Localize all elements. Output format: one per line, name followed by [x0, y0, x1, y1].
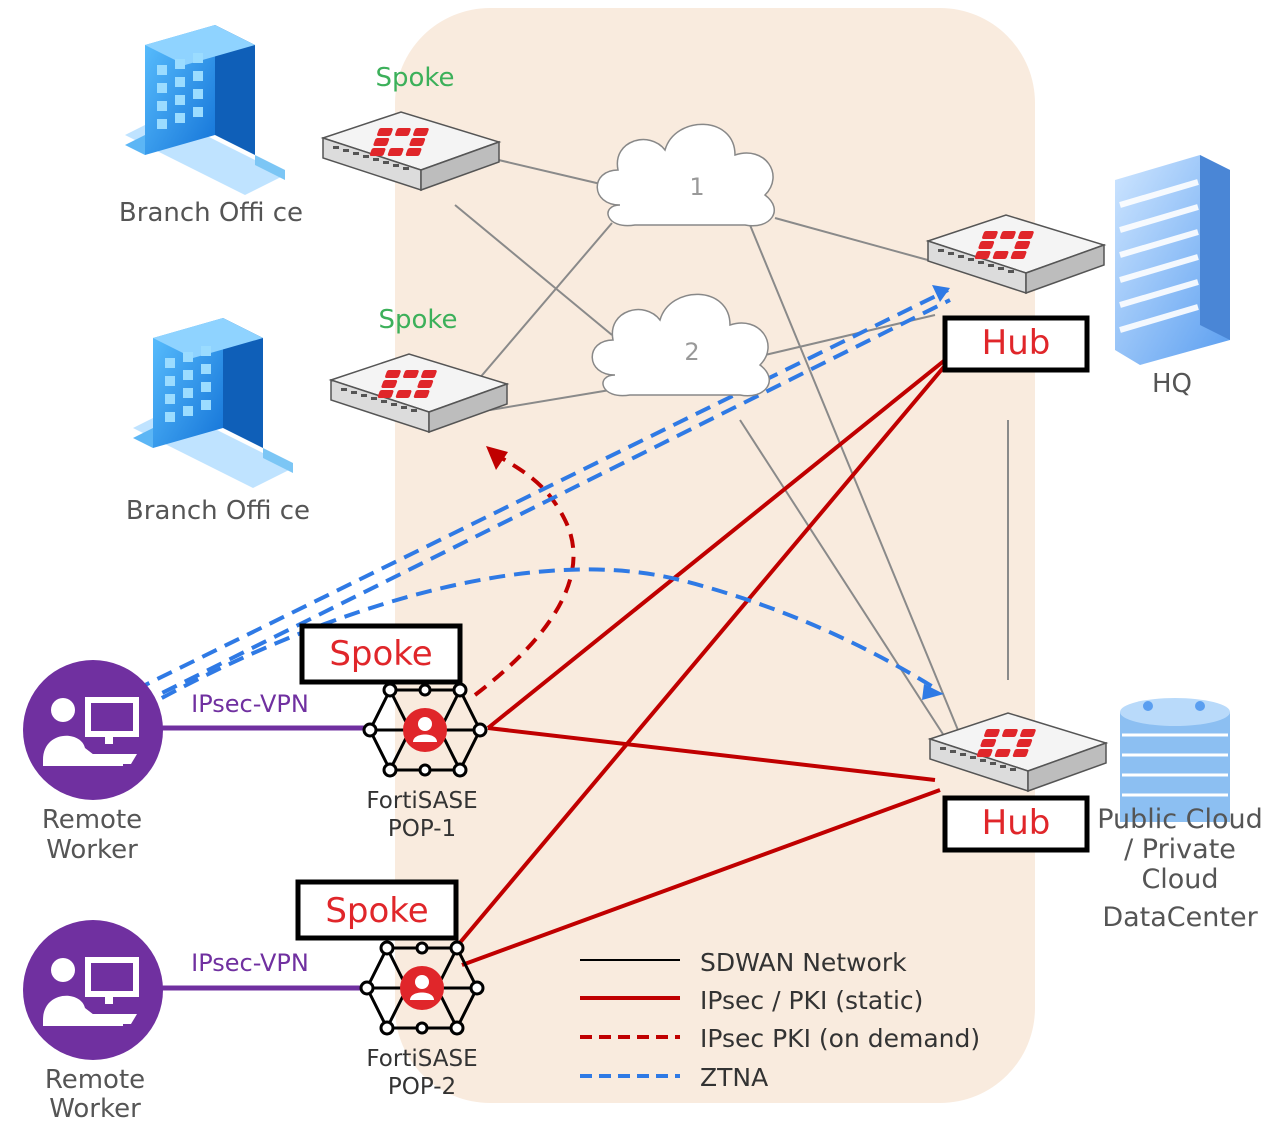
- vpn-links: [160, 725, 372, 991]
- pop1-label-line1: FortiSASE: [366, 788, 477, 814]
- legend-ipsec-demand-label: IPsec PKI (on demand): [700, 1024, 980, 1053]
- dc-label-line1: Public Cloud: [1097, 804, 1263, 835]
- sdwan-link: [477, 222, 613, 381]
- sdwan-link: [489, 157, 606, 186]
- ztna-links: [134, 288, 951, 712]
- sdwan-link: [454, 204, 613, 336]
- sdwan-link: [489, 389, 611, 411]
- cloud1-label: 1: [689, 173, 704, 201]
- worker2-label-line1: Remote: [45, 1065, 145, 1095]
- cloud2-label: 2: [684, 338, 699, 366]
- pop2-spoke-box: [295, 879, 459, 941]
- hub2-label: Hub: [982, 803, 1051, 843]
- hq-building-icon: [1115, 155, 1230, 365]
- ztna-link-hq-2: [139, 298, 951, 706]
- ipsec-ondemand-link: [473, 450, 576, 697]
- pop2-spoke-label: Spoke: [325, 891, 428, 931]
- legend-ipsec-static-label: IPsec / PKI (static): [700, 986, 923, 1015]
- sdwan-links: [454, 157, 1009, 746]
- worker2-label-line2: Worker: [49, 1094, 141, 1121]
- legend: SDWAN Network IPsec / PKI (static) IPsec…: [580, 948, 980, 1092]
- sdwan-link: [739, 419, 951, 746]
- worker1-label-line2: Worker: [46, 835, 138, 865]
- ipsec-ondemand-arrowhead: [486, 446, 508, 470]
- legend-sdwan-label: SDWAN Network: [700, 948, 907, 977]
- dc-label-line3: Cloud: [1141, 864, 1218, 895]
- building-icon: [133, 318, 293, 488]
- pop2-label-line1: FortiSASE: [366, 1046, 477, 1072]
- branch2-label: Branch Offi ce: [126, 496, 310, 526]
- ipsec-static-links: [456, 358, 950, 967]
- remote-worker-icon: [23, 660, 163, 800]
- remote-worker-icon: [23, 920, 163, 1060]
- pop2-label-line2: POP-2: [388, 1074, 456, 1100]
- ztna-link-dc: [139, 567, 940, 712]
- building-icon: [125, 25, 285, 195]
- pop1-spoke-box: [299, 623, 463, 685]
- vpn2-label: IPsec-VPN: [191, 949, 309, 977]
- spoke2-label: Spoke: [378, 305, 457, 335]
- ztna-link-hq: [134, 288, 949, 692]
- spoke1-label: Spoke: [375, 63, 454, 93]
- hub1-label: Hub: [982, 323, 1051, 363]
- ipsec-static-link: [456, 360, 950, 947]
- pop1-label-line2: POP-1: [388, 816, 456, 842]
- vpn1-label: IPsec-VPN: [191, 690, 309, 718]
- pop1-spoke-label: Spoke: [329, 634, 432, 674]
- branch1-label: Branch Offi ce: [119, 198, 303, 228]
- ztna-arrowhead-dc: [922, 684, 944, 700]
- worker1-label-line1: Remote: [42, 805, 142, 835]
- sdwan-link: [749, 224, 961, 736]
- hub1-box: [942, 315, 1090, 373]
- ztna-arrowhead-hq: [932, 285, 950, 302]
- hub2-box: [942, 795, 1090, 853]
- ipsec-static-link: [487, 726, 936, 782]
- sdwan-link: [774, 217, 936, 263]
- datacenter-icon: [1120, 698, 1230, 822]
- dc-label-line4: DataCenter: [1102, 902, 1258, 933]
- ipsec-static-link: [486, 358, 947, 730]
- ipsec-static-link: [461, 788, 941, 967]
- legend-ztna-label: ZTNA: [700, 1063, 768, 1092]
- dc-label-line2: / Private: [1124, 834, 1236, 865]
- hq-label: HQ: [1152, 369, 1192, 399]
